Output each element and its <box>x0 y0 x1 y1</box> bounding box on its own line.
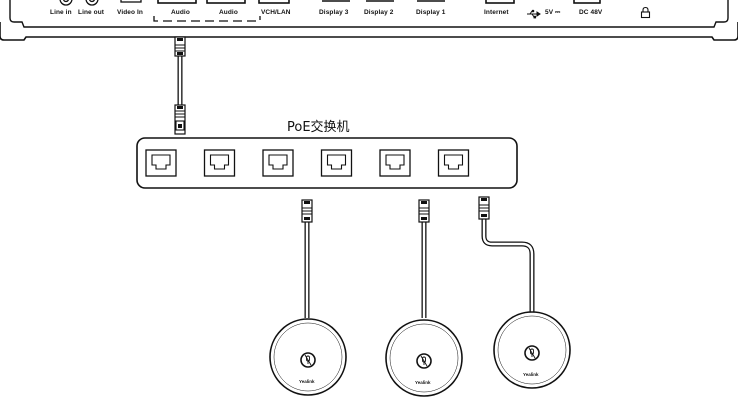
mic-cable-3 <box>478 196 535 312</box>
ethernet-port-icon <box>437 149 470 177</box>
uplink-cable <box>174 36 186 135</box>
rj45-plug-top <box>174 36 186 57</box>
line-in-jack <box>59 0 73 6</box>
port-label-audio-2: Audio <box>219 9 238 16</box>
microphone-2 <box>385 319 463 397</box>
dc-48v-port <box>573 0 601 4</box>
port-label-internet: Internet <box>484 9 509 16</box>
mic-brand-2: Yealink <box>415 380 431 385</box>
audio-port-1 <box>157 0 197 4</box>
port-label-audio-1: Audio <box>171 9 190 16</box>
usb-icon <box>527 9 541 19</box>
microphone-3 <box>493 311 571 389</box>
audio-bracket <box>153 16 261 22</box>
ethernet-port-icon <box>320 149 353 177</box>
mic-brand-1: Yealink <box>299 379 315 384</box>
port-label-line-out: Line out <box>78 9 105 16</box>
port-label-video-in: Video In <box>117 9 143 16</box>
ethernet-port-icon <box>379 149 411 177</box>
port-label-vch-lan: VCH/LAN <box>261 9 291 16</box>
mic-cable-2 <box>418 199 430 318</box>
rj45-plug-mic-2 <box>418 199 430 223</box>
ethernet-port-icon <box>203 149 236 177</box>
microphone-1 <box>269 318 347 396</box>
mic-mute-icon <box>300 352 316 368</box>
switch-ports <box>145 149 470 177</box>
rj45-plug-mic-1 <box>301 199 313 223</box>
port-label-usb-power: 5V ⎓ <box>545 9 561 16</box>
vch-lan-port <box>258 0 290 4</box>
audio-port-2 <box>206 0 246 4</box>
mic-brand-3: Yealink <box>523 372 539 377</box>
mic-cable-1 <box>301 199 313 318</box>
rj45-plug-bottom <box>174 104 186 135</box>
mic-mute-icon <box>416 353 432 369</box>
port-label-dc-48v: DC 48V <box>579 9 603 16</box>
ethernet-port-icon <box>262 149 294 177</box>
port-label-display-2: Display 2 <box>364 9 394 16</box>
mic-mute-icon <box>524 345 540 361</box>
port-label-display-3: Display 3 <box>319 9 349 16</box>
poe-switch-label: PoE交换机 <box>287 120 350 135</box>
internet-port <box>485 0 515 4</box>
rj45-plug-mic-3 <box>478 196 490 220</box>
line-out-jack <box>85 0 99 6</box>
device-body <box>0 0 738 41</box>
port-label-display-1: Display 1 <box>416 9 446 16</box>
video-in-port <box>120 0 142 3</box>
ethernet-port-icon <box>145 149 177 177</box>
lock-icon <box>640 6 651 19</box>
port-label-line-in: Line in <box>50 9 72 16</box>
